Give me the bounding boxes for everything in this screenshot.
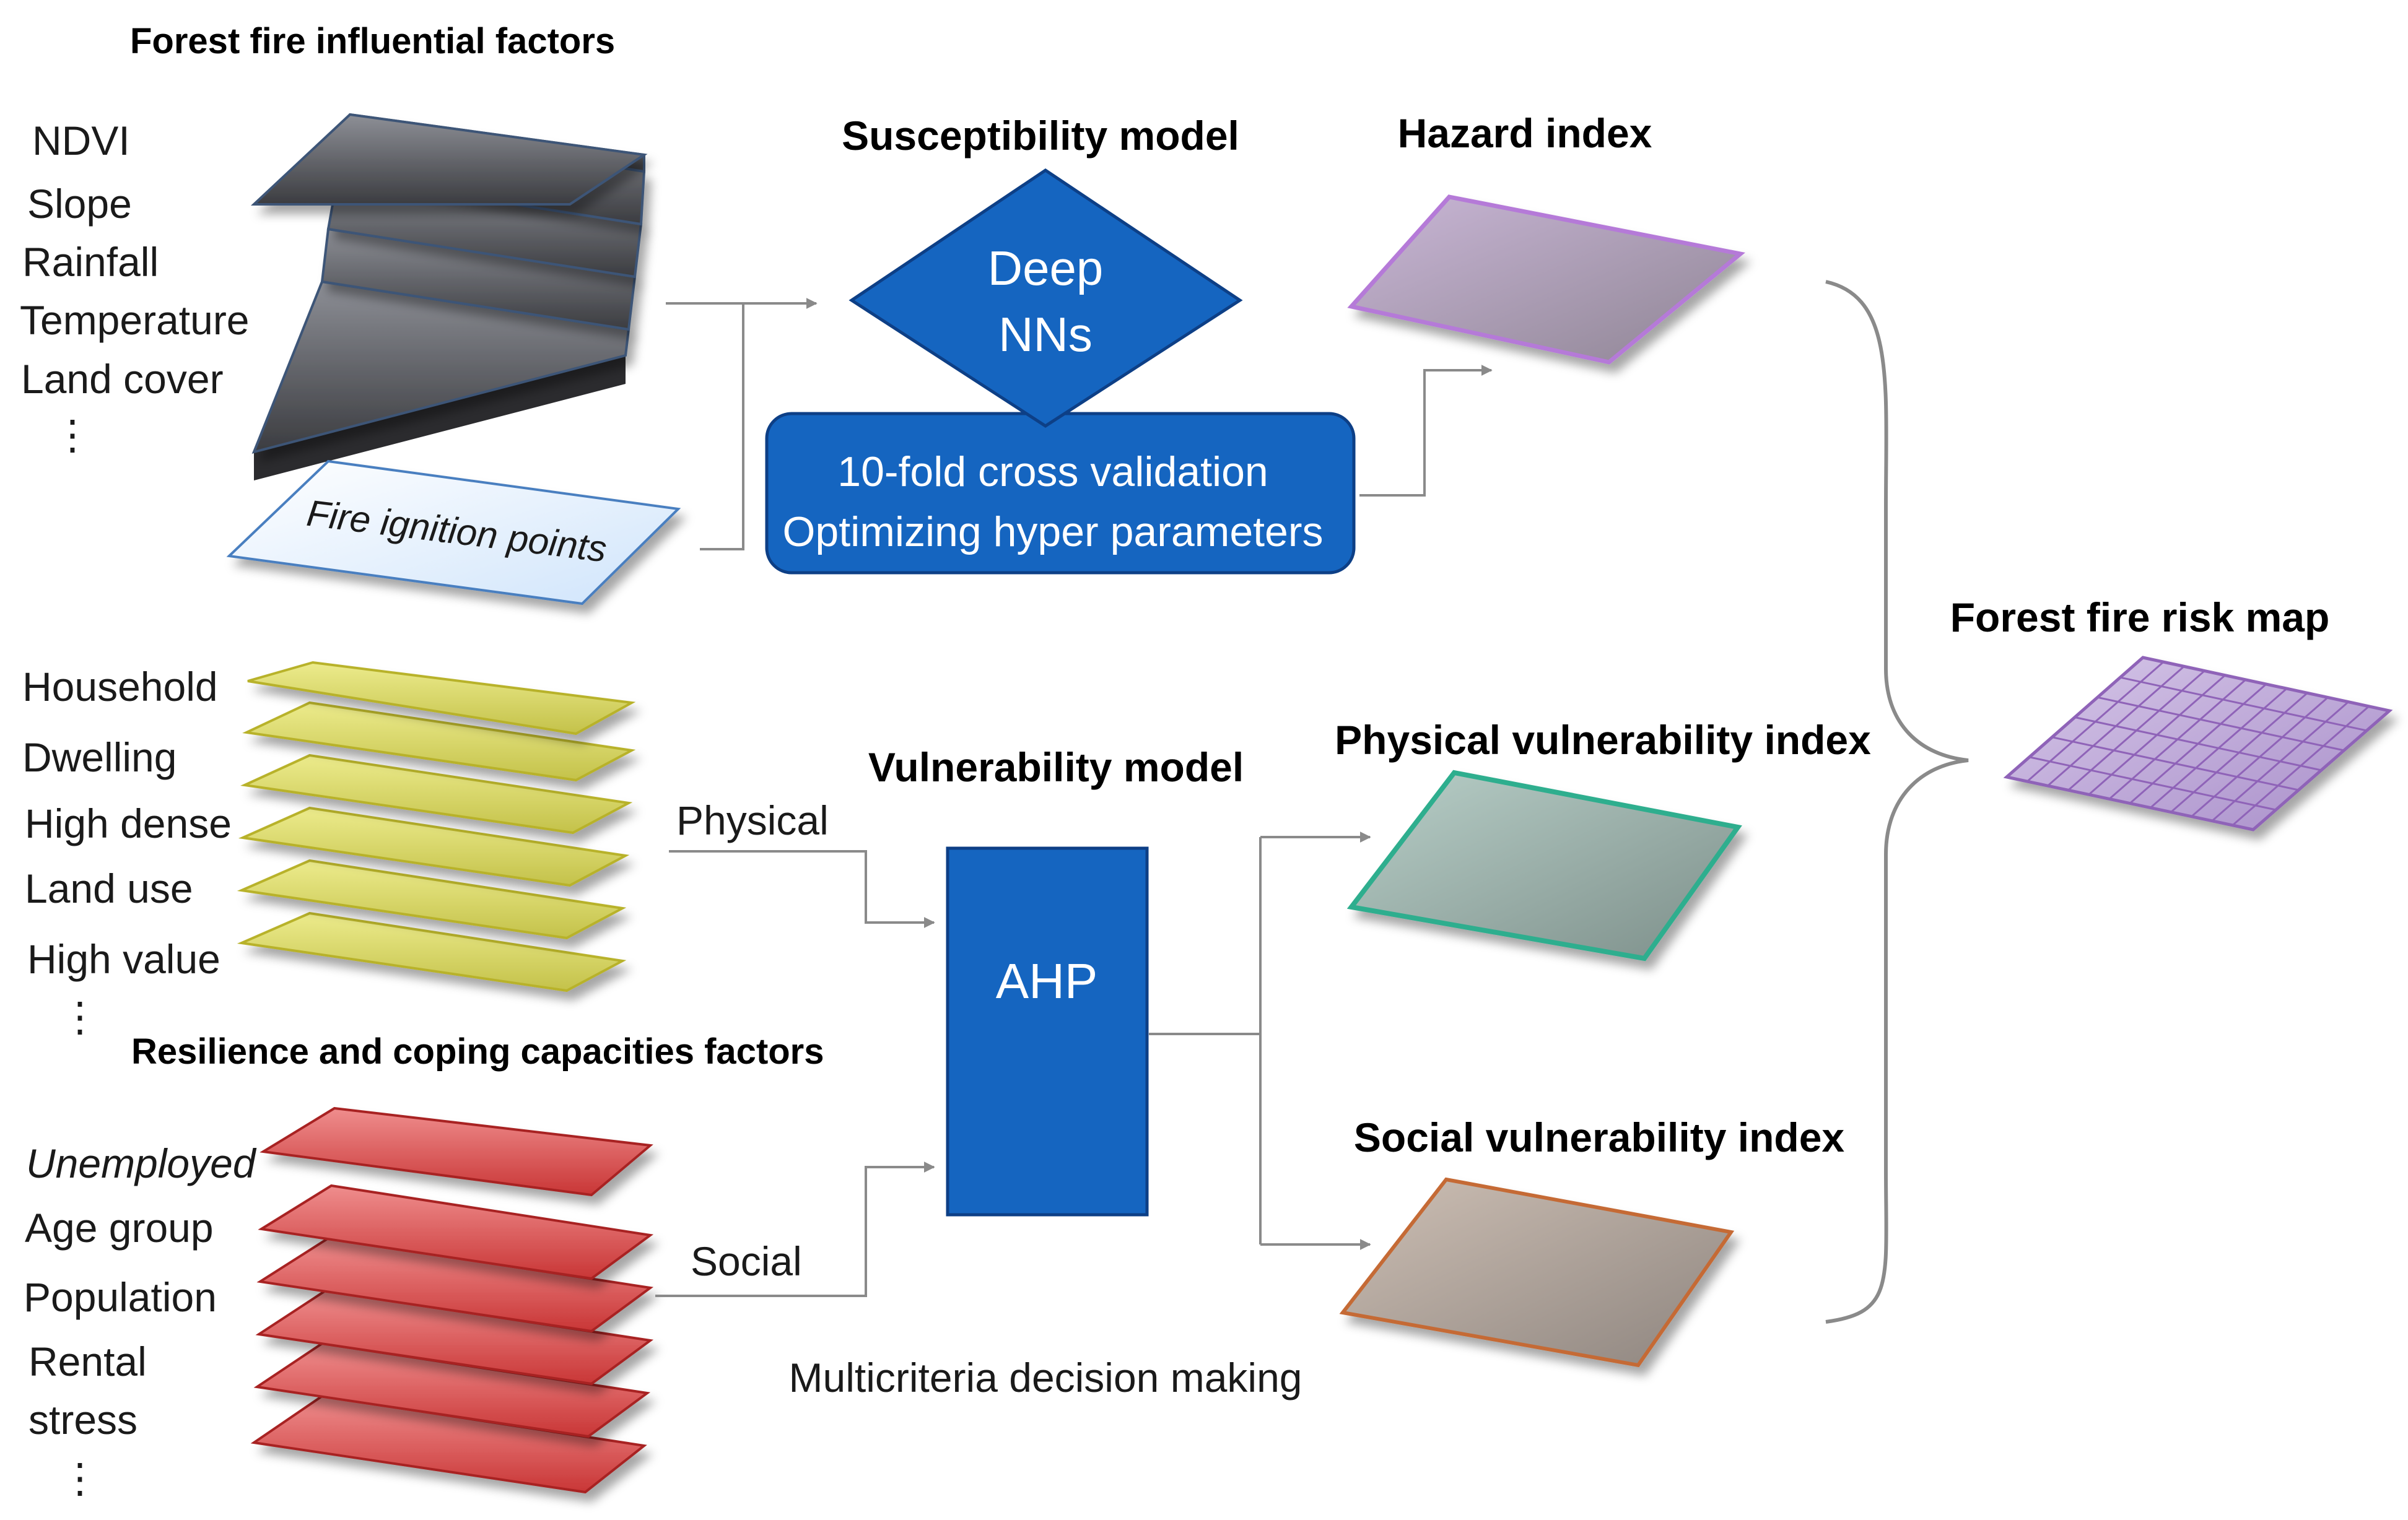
factor-label: Rainfall xyxy=(22,239,159,285)
physical-index-heading: Physical vulnerability index xyxy=(1335,717,1871,763)
physical-layer xyxy=(242,701,636,782)
ahp-box-shape xyxy=(946,846,1149,1217)
risk-map-gridline xyxy=(2052,736,2299,791)
factor-label-more: ⋮ xyxy=(59,1455,100,1501)
ahp-box: AHP xyxy=(946,846,1149,1217)
physical-index-layer xyxy=(1346,770,1742,962)
inputs-bracket-connector xyxy=(666,302,744,550)
dnn-line-1: Deep xyxy=(988,241,1103,295)
social-connector-label: Social xyxy=(691,1238,802,1284)
factor-label-more: ⋮ xyxy=(52,412,93,458)
factor-label: Unemployed xyxy=(26,1140,257,1186)
factor-label: High dense xyxy=(25,801,232,846)
risk-map-gridline xyxy=(2029,756,2276,811)
fire-ignition-layer: Fire ignition points xyxy=(226,459,681,606)
factor-label: High value xyxy=(27,936,220,982)
factor-label: Age group xyxy=(25,1205,214,1251)
physical-layer xyxy=(237,859,627,940)
physical-connector-label: Physical xyxy=(676,797,829,843)
social-layer-stack xyxy=(250,1106,654,1494)
social-layer-top xyxy=(260,1106,653,1197)
factor-label: Rental xyxy=(28,1339,147,1384)
ahp-label: AHP xyxy=(996,953,1098,1009)
physical-layer xyxy=(237,911,627,992)
physical-layer-stack xyxy=(237,661,636,992)
physical-layer xyxy=(240,753,633,835)
risk-map-gridline xyxy=(2074,716,2322,771)
social-index-layer xyxy=(1339,1177,1735,1368)
factor-label: Population xyxy=(24,1274,217,1320)
physical-layer xyxy=(238,806,630,887)
vulnerability-model-heading: Vulnerability model xyxy=(868,744,1244,790)
social-layer xyxy=(258,1184,654,1280)
forest-layer-top xyxy=(250,113,648,206)
factor-label: NDVI xyxy=(32,118,130,163)
factor-label: Land cover xyxy=(21,356,224,402)
factor-label: Temperature xyxy=(20,297,250,343)
risk-map-layer xyxy=(2003,656,2393,832)
susceptibility-model-heading: Susceptibility model xyxy=(842,113,1239,159)
social-factor-list: Unemployed Age group Population Rental s… xyxy=(24,1140,257,1501)
factor-label: Slope xyxy=(27,181,132,227)
factor-label: stress xyxy=(28,1397,137,1443)
risk-map-grid xyxy=(2026,661,2370,827)
physical-index-sheet xyxy=(1346,770,1742,962)
factor-label: Dwelling xyxy=(22,734,177,780)
validation-to-hazard-arrow xyxy=(1359,365,1493,497)
risk-map-heading: Forest fire risk map xyxy=(1950,594,2330,640)
dnn-diamond-shape xyxy=(848,168,1243,428)
factor-label-more: ⋮ xyxy=(59,994,100,1040)
hazard-index-heading: Hazard index xyxy=(1398,110,1652,156)
fire-ignition-sheet xyxy=(226,459,681,606)
forest-layer-stack xyxy=(250,113,648,480)
hazard-index-sheet xyxy=(1347,194,1745,365)
social-index-heading: Social vulnerability index xyxy=(1354,1114,1845,1160)
resilience-factors-heading: Resilience and coping capacities factors xyxy=(131,1031,824,1072)
social-to-ahp-arrow xyxy=(655,1162,935,1297)
risk-map-gridline xyxy=(2097,696,2344,752)
validation-line-2: Optimizing hyper parameters xyxy=(782,508,1323,555)
forest-factor-list: NDVI Slope Rainfall Temperature Land cov… xyxy=(20,118,250,458)
dnn-line-2: NNs xyxy=(998,307,1093,362)
connectors xyxy=(655,280,1969,1324)
forest-layer xyxy=(254,355,626,480)
factor-label: Household xyxy=(22,664,218,710)
factor-label: Land use xyxy=(25,866,193,911)
combine-brace xyxy=(1825,280,1969,1324)
mcdm-label: Multicriteria decision making xyxy=(789,1355,1302,1401)
validation-line-1: 10-fold cross validation xyxy=(837,448,1268,495)
risk-map-gridline xyxy=(2120,676,2367,732)
social-index-sheet xyxy=(1339,1177,1735,1368)
physical-factor-list: Household Dwelling High dense Land use H… xyxy=(22,664,232,1040)
hazard-index-layer xyxy=(1347,194,1745,365)
dnn-diamond: Deep NNs xyxy=(848,168,1243,428)
validation-box: 10-fold cross validation Optimizing hype… xyxy=(765,412,1356,575)
forest-factors-heading: Forest fire influential factors xyxy=(130,21,615,61)
physical-to-ahp-arrow xyxy=(669,850,935,928)
physical-layer-top xyxy=(247,661,636,736)
